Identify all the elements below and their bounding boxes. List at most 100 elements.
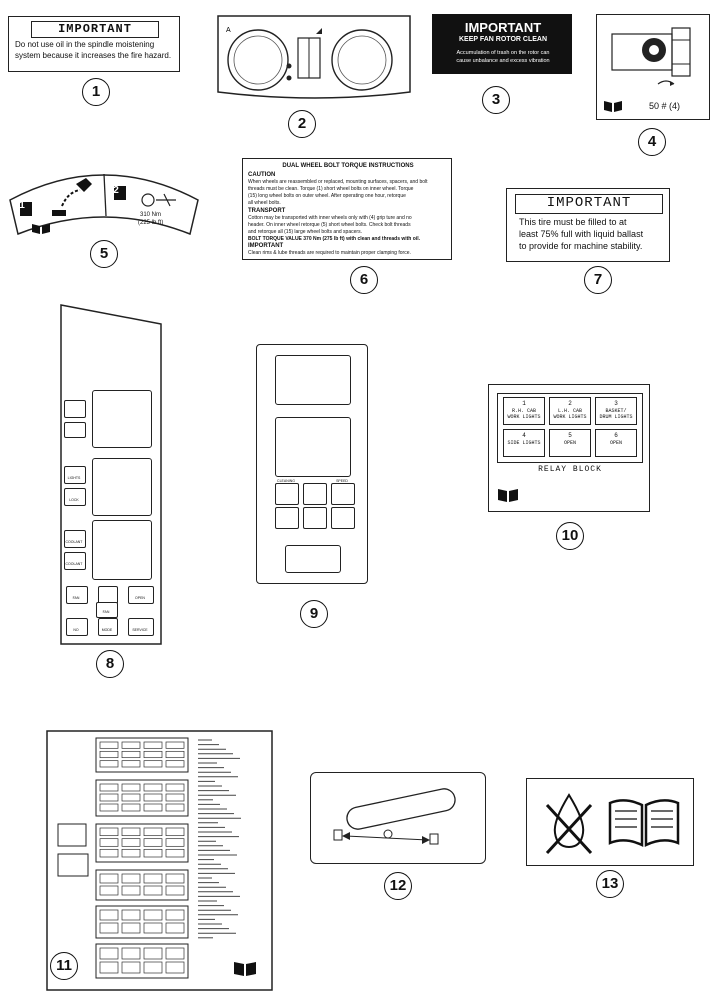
fuse-cell [165, 760, 185, 768]
fuse-cell [99, 783, 119, 792]
fuse-cell [143, 793, 163, 802]
decal-8-icon-coolant-2 [64, 552, 86, 570]
decal-9-label-cleaning: CLEANING [277, 479, 295, 483]
decal-12-drawing [333, 788, 456, 845]
fuse-cell [165, 838, 185, 847]
callout-1: 1 [82, 78, 110, 106]
fuse-cell [165, 961, 185, 974]
fuse-cell [99, 750, 119, 759]
fuse-cell [165, 793, 185, 802]
fuse-cell [99, 803, 119, 812]
decal-6-line-5: TRANSPORT [248, 208, 286, 214]
decal-3-fan-rotor: IMPORTANT KEEP FAN ROTOR CLEAN Accumulat… [432, 14, 572, 74]
decal-6-line-1: When wheels are reassembled or replaced,… [248, 179, 428, 185]
fuse-cell [165, 827, 185, 837]
callout-11: 11 [50, 952, 78, 980]
decal-1-heading: IMPORTANT [31, 21, 159, 38]
relay-cell-3-text: BASKET/ DRUM LIGHTS [599, 408, 633, 420]
fuse-cell [165, 803, 185, 812]
decal-6-line-8: and retorque all (15) large wheel bolts … [248, 229, 362, 235]
decal-8-icon-lamp [64, 400, 86, 418]
relay-cell-5-number: 5 [568, 432, 572, 439]
relay-cell-4: 4 SIDE LIGHTS [503, 429, 545, 457]
relay-cell-1: 1 R.H. CAB WORK LIGHTS [503, 397, 545, 425]
relay-cell-5: 5 OPEN [549, 429, 591, 457]
fuse-cell [165, 947, 185, 960]
fuse-cell [165, 909, 185, 921]
fuse-cell [143, 760, 163, 768]
decal-8-label-mode: MODE [101, 628, 113, 632]
fuse-cell [165, 783, 185, 792]
fuse-cell [121, 909, 141, 921]
decal-8-label-coolant-1: COOLANT [65, 540, 83, 544]
callout-7: 7 [584, 266, 612, 294]
decal-8-icon-coolant-1 [64, 530, 86, 548]
fuse-cell [165, 885, 185, 896]
decal-8-window-2 [92, 458, 152, 516]
decal-8-window-3 [92, 520, 152, 580]
right-dial [331, 29, 393, 91]
decal-6-title: DUAL WHEEL BOLT TORQUE INSTRUCTIONS [282, 163, 414, 169]
decal-8-window-1 [92, 390, 152, 448]
fuse-cell [143, 750, 163, 759]
decal-8-icon-service [128, 618, 154, 636]
decal-9-label-speed: SPEED [336, 479, 348, 483]
fuse-cell [165, 741, 185, 749]
fuse-cell [99, 873, 119, 884]
decal-4-torque: 50 # (4) [596, 14, 710, 120]
decal-7-line-2: least 75% full with liquid ballast [519, 229, 644, 239]
fuse-cell [121, 947, 141, 960]
decal-7-line-1: This tire must be filled to at [519, 217, 627, 227]
decal-6-line-0: CAUTION [248, 172, 276, 178]
fuse-cell [99, 909, 119, 921]
decal-8-label-fan-a: FAN [72, 596, 80, 600]
relay-cell-2-text: L.H. CAB WORK LIGHTS [553, 408, 587, 420]
decal-8-icon-fan-c [96, 602, 118, 618]
fuse-blocks [95, 737, 189, 979]
decal-7-line-3: to provide for machine stability. [519, 241, 643, 251]
relay-cell-5-text: OPEN [563, 440, 576, 446]
decal-2-dial-panel: A [217, 15, 411, 99]
decal-3-heading: IMPORTANT [464, 20, 542, 35]
fuse-cell [121, 760, 141, 768]
decal-8-icon-mode [98, 618, 118, 636]
relay-cell-3-number: 3 [614, 400, 618, 407]
fuse-cell [165, 922, 185, 934]
decal-1-fire-hazard: IMPORTANT Do not use oil in the spindle … [8, 16, 180, 72]
open-book-icon [498, 489, 518, 502]
decal-13-no-oil-read-manual [526, 778, 694, 866]
fuse-cell [143, 741, 163, 749]
decal-8-label-service: SERVICE [132, 628, 148, 632]
decal-8-label-open: OPEN [135, 596, 145, 600]
fuse-cell [165, 848, 185, 858]
decal-8-label-no: NO [73, 628, 79, 632]
decal-8-icon-fan-a [66, 586, 88, 604]
decal-8-label-fan-c: FAN [102, 610, 110, 614]
decal-1-line-1: Do not use oil in the spindle moistening [15, 40, 155, 49]
callout-5: 5 [90, 240, 118, 268]
fuse-cell [121, 848, 141, 858]
fuse-cell [99, 760, 119, 768]
fuse-cell [99, 885, 119, 896]
fuse-cell [121, 827, 141, 837]
fuse-cell [99, 947, 119, 960]
fuse-cell [99, 827, 119, 837]
fuse-cell [99, 838, 119, 847]
fuse-cell [143, 961, 163, 974]
decal-6-line-9: BOLT TORQUE VALUE 370 Nm (275 lb ft) wit… [248, 236, 420, 242]
relay-cell-2: 2 L.H. CAB WORK LIGHTS [549, 397, 591, 425]
callout-9: 9 [300, 600, 328, 628]
decal-9-btn-6 [331, 507, 355, 529]
relay-cell-6-number: 6 [614, 432, 618, 439]
decal-8-icon-battery [64, 422, 86, 438]
decal-9-screen-middle [275, 417, 351, 477]
decal-6-line-4: all wheel bolts. [248, 200, 281, 206]
left-dial [227, 29, 289, 91]
decal-10-relay-block: 1 R.H. CAB WORK LIGHTS 2 L.H. CAB WORK L… [488, 384, 650, 512]
decal-5-spec-1: 310 Nm [140, 212, 162, 218]
open-book-icon [604, 101, 622, 112]
decal-7-heading: IMPORTANT [515, 194, 663, 214]
decal-9-control-panel: CLEANING SPEED [256, 344, 368, 584]
fuse-cell [143, 947, 163, 960]
